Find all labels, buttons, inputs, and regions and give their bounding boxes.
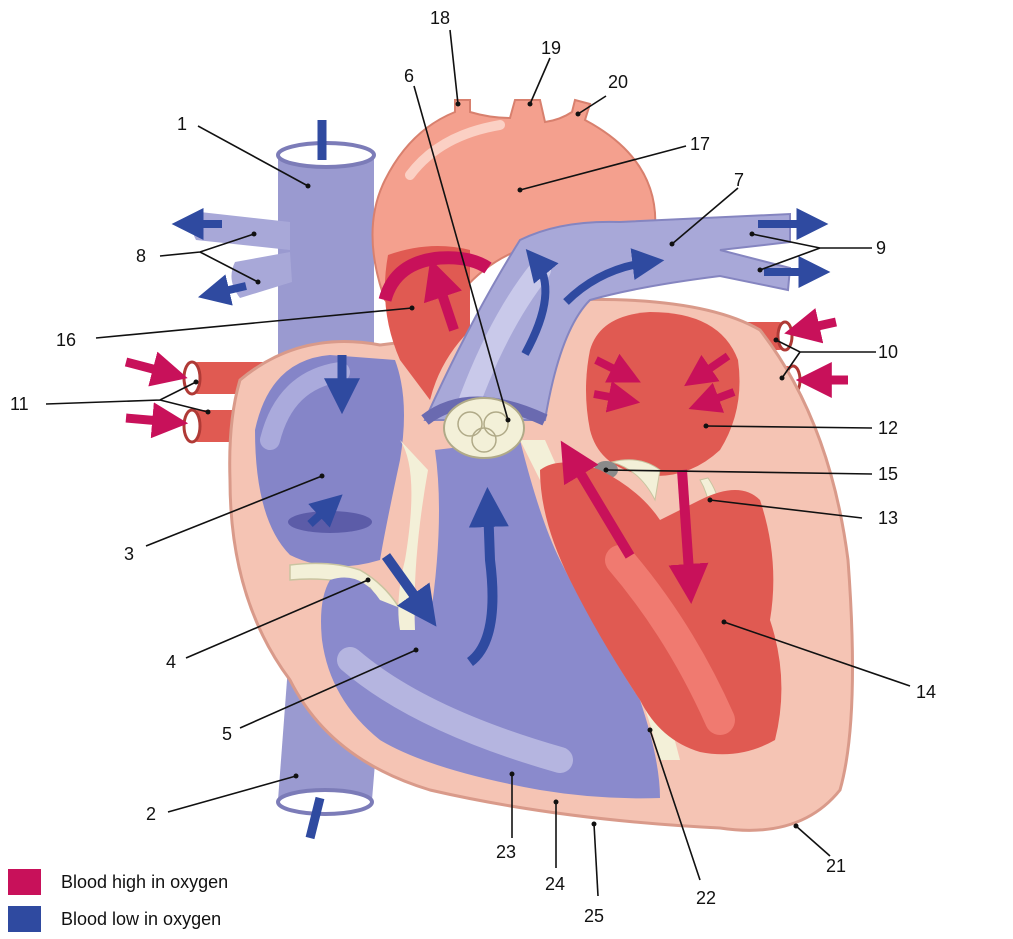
label-24: 24	[545, 874, 565, 894]
right-atrium	[255, 355, 404, 566]
red-arrow-lpv-1	[800, 322, 836, 330]
label-9: 9	[876, 238, 886, 258]
legend-high-oxygen: Blood high in oxygen	[8, 869, 228, 895]
label-15: 15	[878, 464, 898, 484]
label-16: 16	[56, 330, 76, 350]
label-7: 7	[734, 170, 744, 190]
label-10: 10	[878, 342, 898, 362]
fossa-ovalis	[288, 511, 372, 533]
label-20: 20	[608, 72, 628, 92]
label-23: 23	[496, 842, 516, 862]
label-14: 14	[916, 682, 936, 702]
label-5: 5	[222, 724, 232, 744]
label-1: 1	[177, 114, 187, 134]
label-6: 6	[404, 66, 414, 86]
legend-label-low-oxygen: Blood low in oxygen	[61, 909, 221, 930]
legend-label-high-oxygen: Blood high in oxygen	[61, 872, 228, 893]
label-22: 22	[696, 888, 716, 908]
legend-low-oxygen: Blood low in oxygen	[8, 906, 221, 932]
legend-swatch-low-oxygen	[8, 906, 41, 932]
label-19: 19	[541, 38, 561, 58]
label-11: 11	[10, 394, 29, 414]
heart-anatomy	[184, 100, 853, 830]
label-12: 12	[878, 418, 898, 438]
red-arrow-rpv-2	[126, 418, 172, 422]
label-18: 18	[430, 8, 450, 28]
label-3: 3	[124, 544, 134, 564]
label-8: 8	[136, 246, 146, 266]
legend-swatch-high-oxygen	[8, 869, 41, 895]
label-25: 25	[584, 906, 604, 926]
label-13: 13	[878, 508, 898, 528]
label-21: 21	[826, 856, 846, 876]
red-arrow-rpv-1	[126, 362, 172, 374]
label-17: 17	[690, 134, 710, 154]
label-4: 4	[166, 652, 176, 672]
label-2: 2	[146, 804, 156, 824]
